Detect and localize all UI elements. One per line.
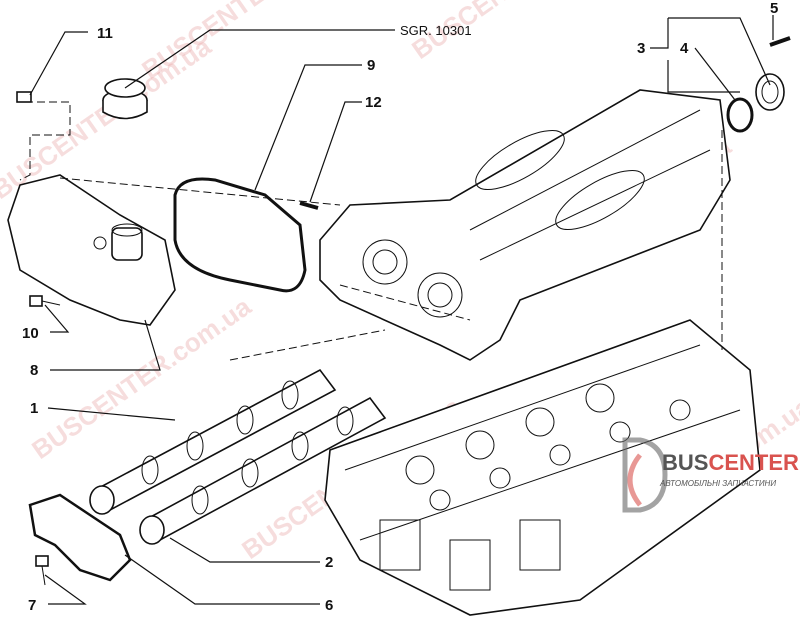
callout-8: 8 xyxy=(30,362,38,379)
svg-text:BUSCENTER: BUSCENTER xyxy=(662,450,799,475)
camshaft-exhaust xyxy=(139,396,387,545)
oil-filler-cap xyxy=(102,78,148,120)
callout-5: 5 xyxy=(770,0,778,17)
timing-cover xyxy=(7,174,176,326)
end-plug xyxy=(755,73,785,111)
camshaft-housing xyxy=(319,89,731,361)
bolt-7 xyxy=(35,555,49,586)
svg-text:BUSCENTER.com.ua: BUSCENTER.com.ua xyxy=(136,0,367,85)
camshaft-intake xyxy=(89,368,337,515)
callout-1: 1 xyxy=(30,400,38,417)
plate-gasket xyxy=(28,493,132,582)
alignment-lines xyxy=(19,101,723,361)
buscenter-logo: BUSCENTER АВТОМОБІЛЬНІ ЗАПЧАСТИНИ xyxy=(622,437,799,513)
cylinder-head xyxy=(324,319,761,616)
cover-gasket xyxy=(173,177,307,293)
callout-7: 7 xyxy=(28,597,36,614)
callout-6: 6 xyxy=(325,597,333,614)
leader-lines xyxy=(29,15,774,605)
callout-2: 2 xyxy=(325,554,333,571)
callout-11: 11 xyxy=(97,25,113,42)
reference-code: SGR. 10301 xyxy=(400,23,472,38)
callout-10: 10 xyxy=(22,325,39,342)
bolt-5 xyxy=(769,36,791,47)
dowel-12 xyxy=(299,201,319,210)
bolt-11 xyxy=(16,91,32,103)
callout-12: 12 xyxy=(365,94,382,111)
callout-3: 3 xyxy=(637,40,645,57)
bolt-10 xyxy=(29,295,61,307)
o-ring xyxy=(726,97,754,133)
svg-text:АВТОМОБІЛЬНІ ЗАПЧАСТИНИ: АВТОМОБІЛЬНІ ЗАПЧАСТИНИ xyxy=(659,479,776,488)
callout-4: 4 xyxy=(680,40,689,57)
callout-9: 9 xyxy=(367,57,375,74)
